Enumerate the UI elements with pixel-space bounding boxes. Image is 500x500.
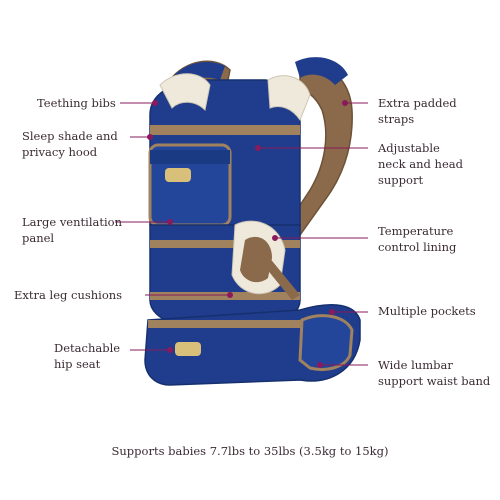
cross-strap [248, 240, 300, 300]
leader-temp-dot [272, 235, 278, 241]
leader-leg-dot [227, 292, 233, 298]
leader-waist-dot [317, 362, 323, 368]
lining-mesh [240, 236, 272, 283]
right-teething-bib-shape [267, 75, 311, 122]
label-pockets: Multiple pockets [378, 304, 476, 318]
label-waist-band: Wide lumbar support waist band [378, 358, 491, 388]
label-hip-seat: Detachable hip seat [54, 341, 121, 371]
waist-trim [150, 240, 300, 248]
label-padded-straps: Extra padded straps [378, 96, 457, 126]
label-temperature: Temperature control lining [378, 224, 457, 254]
leader-sleep-dot [147, 134, 153, 140]
leader-vent-dot [167, 219, 173, 225]
leader-pockets-dot [329, 309, 335, 315]
leader-hip-dot [167, 347, 173, 353]
label-teething-bibs: Teething bibs [37, 96, 116, 110]
side-pocket [298, 314, 354, 371]
label-sleep-shade: Sleep shade and privacy hood [22, 129, 118, 159]
leader-teething-dot [152, 100, 158, 106]
left-teething-bib-shape [159, 73, 211, 112]
label-leg-cushions: Extra leg cushions [14, 288, 123, 302]
leg-cushion-trim [150, 292, 300, 300]
label-neck-support: Adjustable neck and head support [378, 141, 463, 187]
leader-straps-dot [342, 100, 348, 106]
pocket-logo-1 [165, 168, 191, 182]
pocket-flap [150, 150, 230, 164]
hood-trim [150, 125, 300, 135]
label-ventilation: Large ventilation panel [22, 215, 122, 245]
caption: Supports babies 7.7lbs to 35lbs (3.5kg t… [111, 444, 389, 458]
pocket-logo-2 [175, 342, 201, 356]
hip-seat-trim [148, 320, 303, 328]
leader-neck-dot [255, 145, 261, 151]
strap-top-band [295, 57, 348, 85]
